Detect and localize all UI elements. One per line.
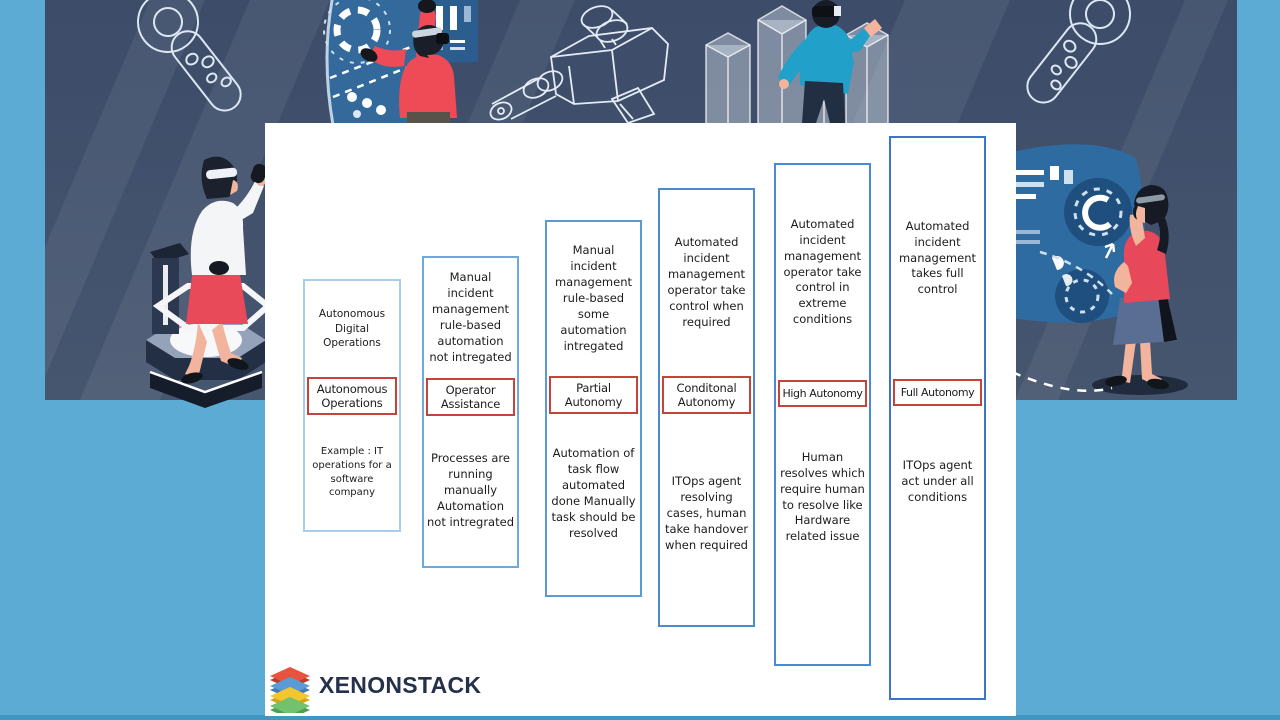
level-description-top: Automated incident management takes full… [898,218,977,297]
level-description-bottom: Automation of task flow automated done M… [551,446,636,540]
bottom-strip [0,715,1280,720]
vr-controller-left-icon [137,0,242,112]
woman-at-data-screen [1011,144,1188,395]
level-description-bottom: ITOps agent resolving cases, human take … [664,474,749,552]
level-description-bottom: Example : IT operations for a software c… [312,445,392,499]
person-with-cubes [705,0,889,138]
level-column-partial-autonomy: Manual incident management rule-based so… [545,220,642,597]
level-column-high-autonomy: Automated incident management operator t… [774,163,871,666]
level-column-operator-assistance: Manual incident management rule-based au… [422,256,519,568]
vr-controller-right-icon [1026,0,1131,104]
level-column-autonomous-operations: Autonomous Digital Operations Autonomous… [303,279,401,532]
level-label: Partial Autonomy [549,376,638,414]
level-label: Autonomous Operations [307,377,397,415]
level-description-bottom: Processes are running manually Automatio… [427,451,514,529]
xenonstack-logo: XENONSTACK [267,657,481,713]
person-at-virtual-screen [323,0,478,126]
ray-gun-icon [489,5,669,125]
level-description-top: Autonomous Digital Operations [318,308,386,350]
level-description-top: Automated incident management operator t… [667,235,746,329]
level-description-bottom: Human resolves which require human to re… [780,450,865,544]
level-label: Full Autonomy [893,379,982,406]
level-description-top: Automated incident management operator t… [783,216,862,327]
xenonstack-logo-text: XENONSTACK [319,671,482,698]
level-column-conditonal-autonomy: Automated incident management operator t… [658,188,755,627]
level-label: Conditonal Autonomy [662,376,751,414]
xenonstack-layers-icon [270,667,310,713]
level-column-full-autonomy: Automated incident management takes full… [889,136,986,700]
woman-on-vr-platform [146,156,273,408]
level-description-bottom: ITOps agent act under all conditions [901,458,974,504]
level-description-top: Manual incident management rule-based au… [429,270,512,364]
diagram-panel: Autonomous Digital Operations Autonomous… [265,123,1016,716]
level-label: High Autonomy [778,380,867,407]
level-description-top: Manual incident management rule-based so… [554,243,633,353]
level-label: Operator Assistance [426,378,515,416]
